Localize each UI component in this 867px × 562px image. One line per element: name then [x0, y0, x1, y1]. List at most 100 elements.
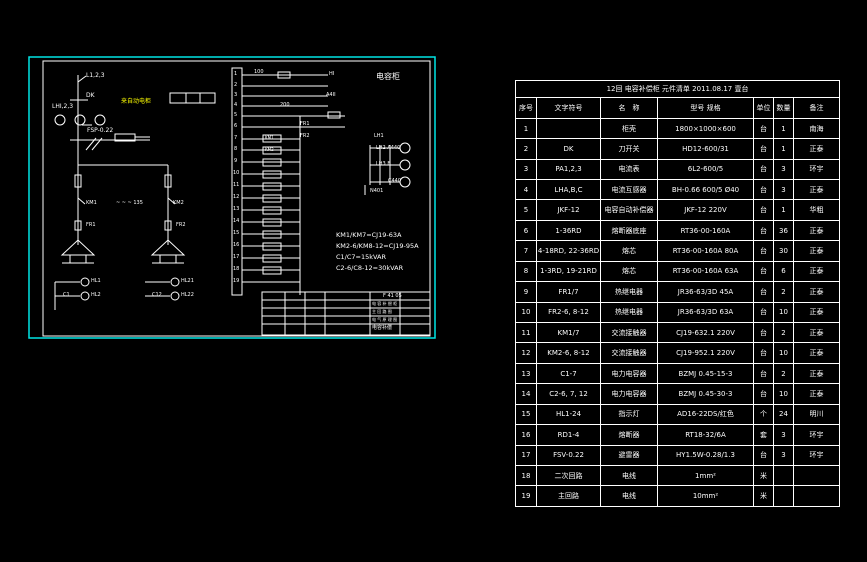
hl2-label: HL2	[91, 292, 101, 298]
cell-index: 2	[515, 138, 537, 160]
cell-note: 环宇	[792, 158, 841, 181]
main-circuit	[54, 75, 216, 310]
bus-label: L1,2,3	[86, 72, 105, 79]
cell-unit: 台	[753, 199, 774, 221]
cell-qty	[773, 485, 794, 507]
km1-label: KM1	[86, 200, 97, 206]
meter-label-2: LH2 A440	[376, 145, 401, 151]
svg-text:8: 8	[234, 146, 237, 152]
svg-text:14: 14	[233, 218, 239, 224]
cell-note: 南海	[792, 117, 841, 140]
svg-text:1: 1	[234, 71, 237, 77]
cell-unit: 台	[753, 240, 774, 262]
cell-note: 正泰	[792, 179, 841, 201]
svg-text:2: 2	[234, 82, 237, 88]
cell-unit: 台	[753, 383, 774, 405]
cell-unit: 套	[753, 424, 774, 446]
cell-spec: CJ19-952.1 220V	[657, 342, 754, 364]
cell-name: 电力电容器	[600, 362, 658, 385]
cell-qty: 2	[773, 281, 794, 303]
hl21-label: HL21	[181, 278, 194, 284]
cell-spec: RT18-32/6A	[657, 424, 754, 446]
cell-name: 熔断器	[600, 424, 658, 446]
cell-symbol: 4-18RD, 22-36RD	[536, 240, 601, 262]
bom-header-qty: 数量	[773, 97, 794, 119]
cell-unit: 台	[753, 322, 774, 344]
title-block-footer: 电容补偿	[372, 325, 393, 331]
cell-spec: BH-0.66 600/5 Ø40	[657, 179, 754, 201]
cell-qty: 10	[773, 342, 794, 364]
cell-qty: 3	[773, 179, 794, 201]
cell-symbol: 主回路	[536, 485, 601, 507]
svg-text:9: 9	[234, 158, 237, 164]
fr-label-a: FR1	[300, 121, 310, 127]
cell-index: 10	[515, 301, 537, 324]
bom-header-unit: 单位	[753, 97, 774, 119]
cell-name: 交流接触器	[600, 322, 658, 344]
cell-qty	[773, 464, 794, 487]
cell-index: 18	[515, 464, 537, 487]
svg-text:3: 3	[234, 92, 237, 98]
bom-table: 12回 电容补偿柜 元件清单 2011.08.17 壹台 序号 文字符号 名 称…	[514, 79, 841, 507]
cell-qty: 3	[773, 444, 794, 466]
cell-name: 避雷器	[600, 444, 658, 466]
cell-unit: 台	[753, 219, 774, 242]
cell-index: 13	[515, 362, 537, 385]
cell-note	[792, 464, 841, 487]
svg-text:19: 19	[233, 278, 239, 284]
bom-header-note: 备注	[792, 97, 841, 119]
cell-note: 环宇	[792, 444, 841, 466]
fuse-label: FSP-0.22	[87, 127, 114, 134]
cell-note	[792, 485, 841, 507]
svg-text:13: 13	[233, 206, 239, 212]
svg-text:15: 15	[233, 230, 239, 236]
meter-label-4: C440	[388, 178, 402, 184]
cell-unit: 台	[753, 158, 774, 181]
svg-text:18: 18	[233, 266, 239, 272]
outer-frame	[28, 56, 436, 339]
km-label-2: KM2	[265, 147, 274, 152]
cell-unit: 台	[753, 281, 774, 303]
cell-spec: HY1.5W-0.28/1.3	[657, 444, 754, 466]
cell-name: 刀开关	[600, 138, 658, 160]
cell-spec: 1mm²	[657, 464, 754, 487]
cell-note: 正泰	[792, 362, 841, 385]
cell-index: 19	[515, 485, 537, 507]
cell-index: 4	[515, 179, 537, 201]
cell-symbol: FR1/7	[536, 281, 601, 303]
c1-label: C1	[63, 292, 70, 298]
cell-spec: RT36-00-160A 63A	[657, 260, 754, 283]
cell-qty: 6	[773, 260, 794, 283]
cell-unit: 台	[753, 179, 774, 201]
cell-note: 正泰	[792, 219, 841, 242]
cell-index: 11	[515, 322, 537, 344]
svg-text:4: 4	[234, 102, 237, 108]
note-1: KM1/KM7=CJ19-63A	[336, 231, 402, 239]
km2-label: KM2	[173, 200, 184, 206]
cell-index: 9	[515, 281, 537, 303]
cell-qty: 36	[773, 219, 794, 242]
ct-label: LHI,2,3	[52, 103, 74, 110]
cell-qty: 10	[773, 301, 794, 324]
meter-label-3: LH3 B	[376, 161, 391, 167]
svg-text:7: 7	[234, 135, 237, 141]
cell-spec: 6L2-600/5	[657, 158, 754, 181]
cell-name: 熔断器底座	[600, 219, 658, 242]
cell-unit: 台	[753, 260, 774, 283]
cell-note: 华粗	[792, 199, 841, 221]
meter-label-1: LH1	[374, 133, 384, 139]
cell-unit: 台	[753, 444, 774, 466]
